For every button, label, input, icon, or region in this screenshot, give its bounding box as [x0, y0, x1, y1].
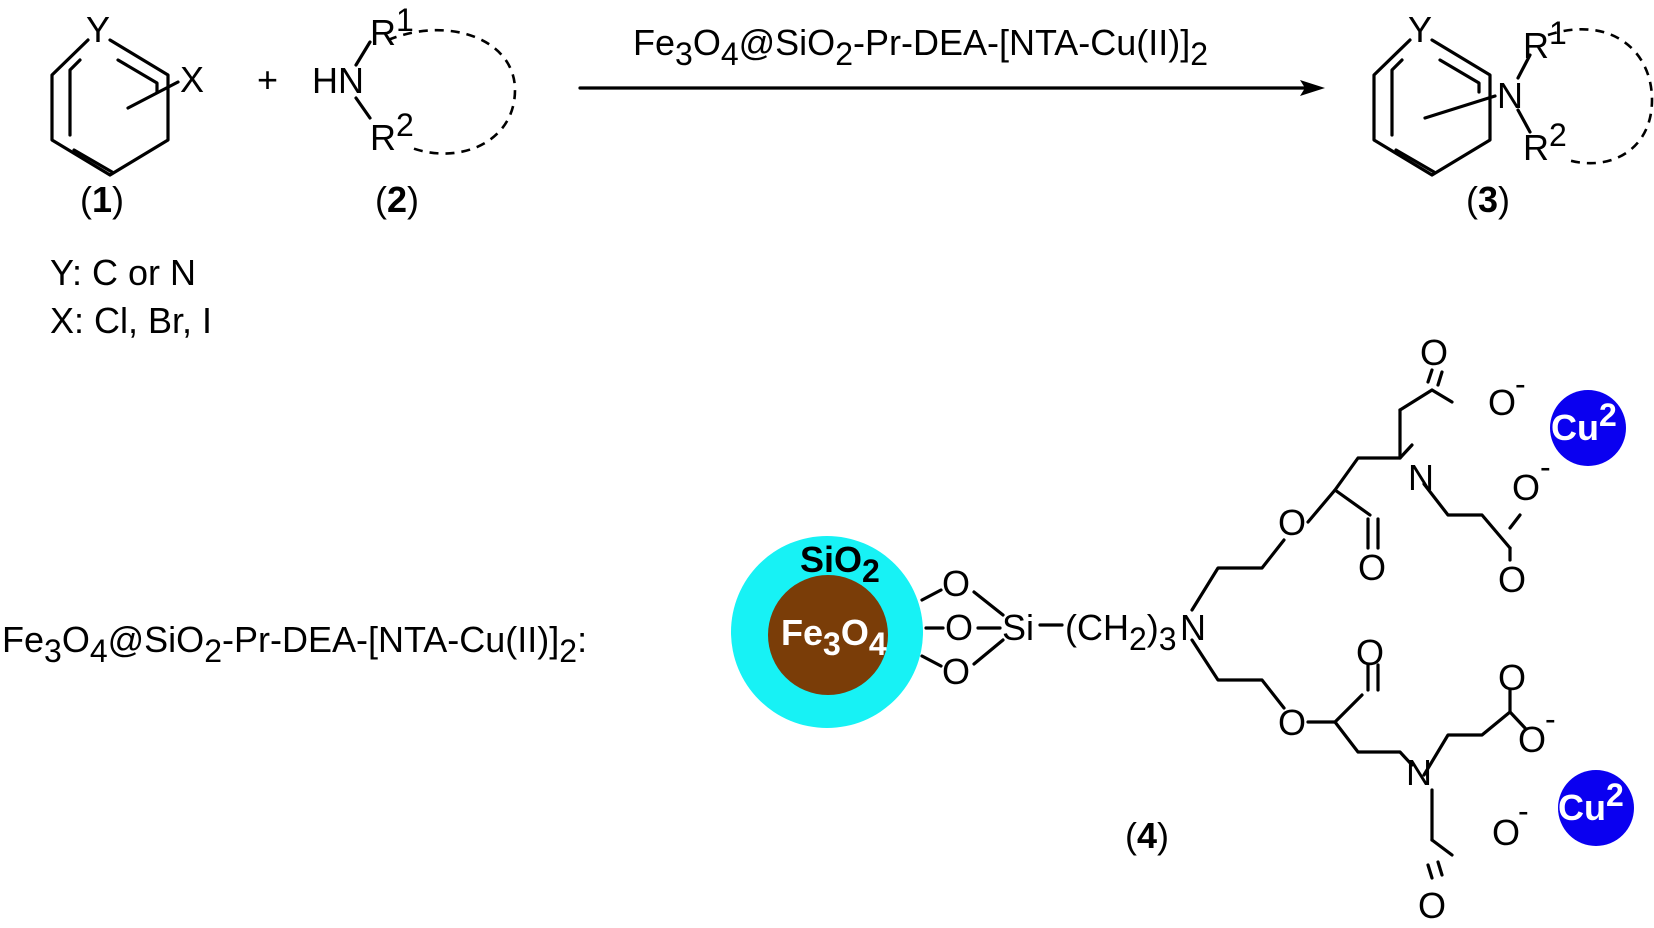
- magnetite-core: [768, 575, 888, 695]
- carboxylate-oxygen: O: [1488, 382, 1516, 423]
- compound-2-label: (2): [375, 179, 419, 220]
- nanoparticle: SiO2 Fe3O4: [731, 536, 923, 728]
- carboxylate-oxygen: O: [1518, 719, 1546, 760]
- compound-2: HN R1 R2 (2): [312, 2, 517, 220]
- copper-label: Cu2: [1558, 777, 1624, 828]
- oxygen-atom: O: [942, 651, 970, 692]
- silicon-atom: Si: [1002, 607, 1034, 648]
- nta-nitrogen: N: [1408, 457, 1434, 498]
- carbonyl-oxygen: O: [1356, 632, 1384, 673]
- propyl-chain: (CH2)3: [1065, 607, 1177, 657]
- compound-1: Y X (1): [50, 9, 204, 220]
- ring-atom-y: Y: [1408, 9, 1432, 50]
- negative-charge: -: [1515, 366, 1526, 402]
- copper-label: Cu2: [1551, 397, 1617, 448]
- carboxylate-oxygen: O: [1498, 559, 1526, 600]
- ester-oxygen: O: [1278, 702, 1306, 743]
- negative-charge: -: [1545, 701, 1556, 737]
- carbonyl-oxygen: O: [1358, 547, 1386, 588]
- catalyst-label: Fe3O4@SiO2-Pr-DEA-[NTA-Cu(II)]2: [633, 22, 1208, 72]
- compound-3: Y N R1 R2 (3): [1372, 9, 1654, 220]
- r1-label: R1: [1523, 15, 1567, 66]
- ester-oxygen: O: [1278, 502, 1306, 543]
- copper-ion: [1558, 770, 1634, 846]
- compound-4-label: (4): [1125, 815, 1169, 856]
- r2-label: R2: [1523, 117, 1567, 168]
- legend-x: X: Cl, Br, I: [50, 300, 212, 341]
- oxygen-atom: O: [942, 563, 970, 604]
- copper-ion: [1550, 390, 1626, 466]
- ring-atom-y: Y: [86, 9, 110, 50]
- carboxylate-oxygen: O: [1420, 332, 1448, 373]
- r1-label: R1: [370, 2, 414, 53]
- compound-3-label: (3): [1466, 179, 1510, 220]
- amine-hn: HN: [312, 60, 364, 101]
- oxygen-atom: O: [945, 607, 973, 648]
- carboxylate-oxygen: O: [1492, 812, 1520, 853]
- substituent-x: X: [180, 59, 204, 100]
- legend-y: Y: C or N: [50, 252, 196, 293]
- silica-label: SiO2: [800, 539, 880, 589]
- compound-1-label: (1): [80, 179, 124, 220]
- negative-charge: -: [1540, 449, 1551, 485]
- carboxylate-oxygen: O: [1498, 657, 1526, 698]
- carboxylate-oxygen: O: [1512, 467, 1540, 508]
- nta-nitrogen: N: [1406, 752, 1432, 793]
- reaction-arrow: Fe3O4@SiO2-Pr-DEA-[NTA-Cu(II)]2: [578, 22, 1325, 96]
- r2-label: R2: [370, 107, 414, 158]
- negative-charge: -: [1518, 793, 1529, 829]
- variable-legend: Y: C or N X: Cl, Br, I: [50, 252, 212, 341]
- plus-sign: +: [257, 59, 278, 100]
- core-label: Fe3O4: [781, 612, 887, 662]
- nitrogen-label: N: [1497, 75, 1523, 116]
- catalyst-definition: Fe3O4@SiO2-Pr-DEA-[NTA-Cu(II)]2:: [2, 619, 587, 669]
- carboxylate-oxygen: O: [1418, 885, 1446, 926]
- structure-4: O O O Si (CH2)3 N O O N O O - O - O Cu2: [920, 332, 1634, 926]
